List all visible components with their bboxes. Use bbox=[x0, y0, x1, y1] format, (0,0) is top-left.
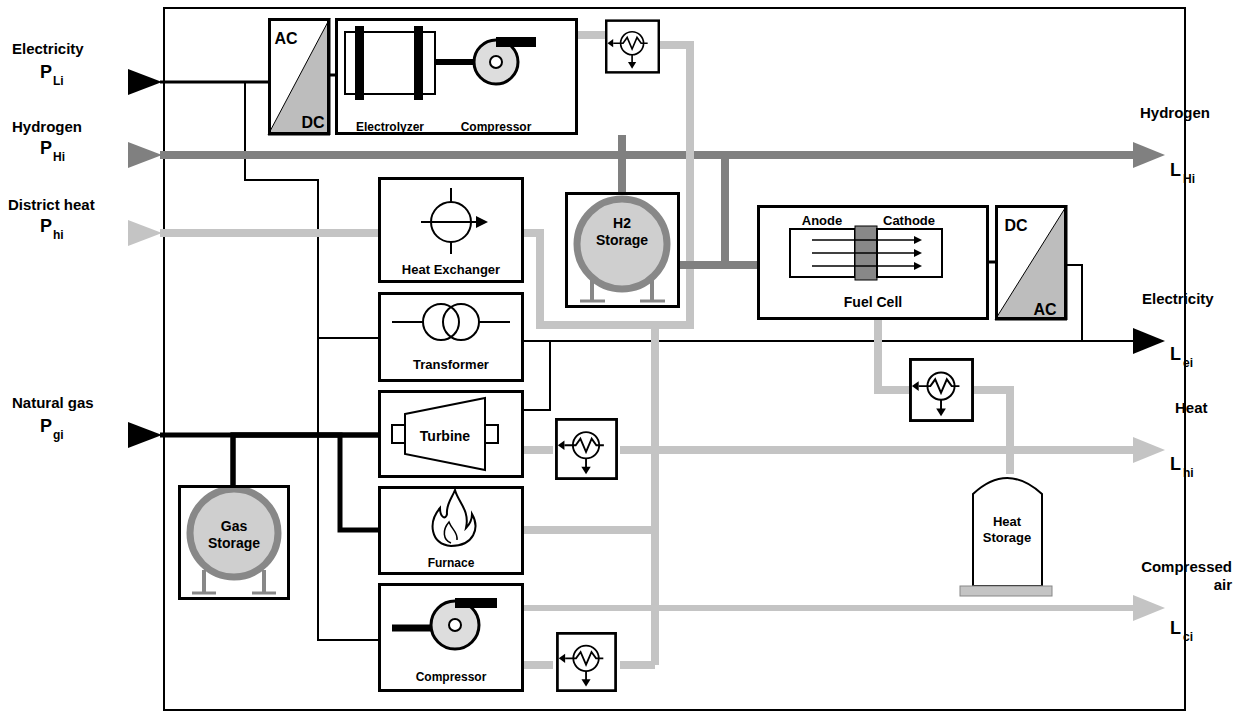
node-label: Cathode bbox=[883, 213, 935, 229]
node-label: Fuel Cell bbox=[844, 294, 902, 311]
symbol: P bbox=[40, 416, 52, 438]
subscript: Hi bbox=[53, 150, 65, 164]
storage-box: Gas Storage bbox=[178, 485, 290, 600]
node-label: DC bbox=[1004, 216, 1027, 235]
heat-exchanger-box: Heat Exchanger bbox=[378, 177, 524, 283]
flow-name: Hydrogen bbox=[1140, 104, 1210, 122]
symbol: L bbox=[1170, 160, 1181, 182]
node-label: H2 Storage bbox=[587, 215, 657, 249]
node-label: DC bbox=[301, 113, 324, 132]
node-label: Gas Storage bbox=[201, 518, 267, 552]
flow-connector bbox=[233, 435, 378, 485]
flow-name: Compressed air bbox=[1134, 558, 1232, 594]
fuel-cell-box: Anode CathodeFuel Cell bbox=[757, 205, 989, 320]
node-label: Anode bbox=[802, 213, 842, 229]
subscript: Li bbox=[53, 74, 64, 88]
heat-storage-tank: Heat Storage bbox=[965, 474, 1050, 598]
electrolyzer-box: Electrolyzer Compressor bbox=[335, 18, 578, 135]
symbol: P bbox=[40, 216, 52, 238]
flow-name: Heat bbox=[1175, 399, 1208, 417]
flow-connector bbox=[878, 320, 1010, 474]
node-label: Electrolyzer bbox=[356, 120, 424, 134]
compressor-box: Compressor bbox=[378, 583, 524, 692]
node-label: Furnace bbox=[428, 556, 475, 570]
furnace-box: Furnace bbox=[378, 486, 524, 575]
symbol: P bbox=[40, 62, 52, 84]
flow-name: Electricity bbox=[1142, 290, 1214, 308]
symbol: L bbox=[1170, 344, 1181, 366]
converter-box: AC DC bbox=[268, 18, 330, 135]
flow-name: District heat bbox=[8, 196, 95, 214]
subscript: hi bbox=[53, 228, 64, 242]
subscript: Hi bbox=[1183, 172, 1195, 186]
flow-connector bbox=[622, 135, 623, 192]
node-label: Compressor bbox=[461, 120, 532, 134]
subscript: gi bbox=[53, 428, 64, 442]
storage-box: H2 Storage bbox=[565, 192, 680, 308]
flow-name: Hydrogen bbox=[12, 118, 82, 136]
node-label: Transformer bbox=[413, 357, 489, 373]
symbol: P bbox=[40, 138, 52, 160]
symbol: L bbox=[1170, 618, 1181, 640]
flow-name: Electricity bbox=[12, 40, 84, 58]
subscript: hi bbox=[1183, 466, 1194, 480]
node-label: Turbine bbox=[420, 428, 470, 445]
node-label: Heat Exchanger bbox=[402, 262, 500, 278]
node-label: Compressor bbox=[416, 670, 487, 684]
subscript: ci bbox=[1183, 630, 1193, 644]
flow-connector bbox=[680, 265, 757, 266]
subscript: ei bbox=[1183, 356, 1193, 370]
node-label: Heat Storage bbox=[975, 514, 1039, 545]
converter-box: DC AC bbox=[995, 205, 1067, 320]
turbine-box: Turbine bbox=[378, 390, 524, 478]
transformer-box: Transformer bbox=[378, 292, 524, 382]
symbol: L bbox=[1170, 454, 1181, 476]
node-label: AC bbox=[1033, 300, 1056, 319]
node-label: AC bbox=[274, 29, 297, 48]
flow-name: Natural gas bbox=[12, 394, 94, 412]
flow-connector bbox=[524, 341, 550, 410]
